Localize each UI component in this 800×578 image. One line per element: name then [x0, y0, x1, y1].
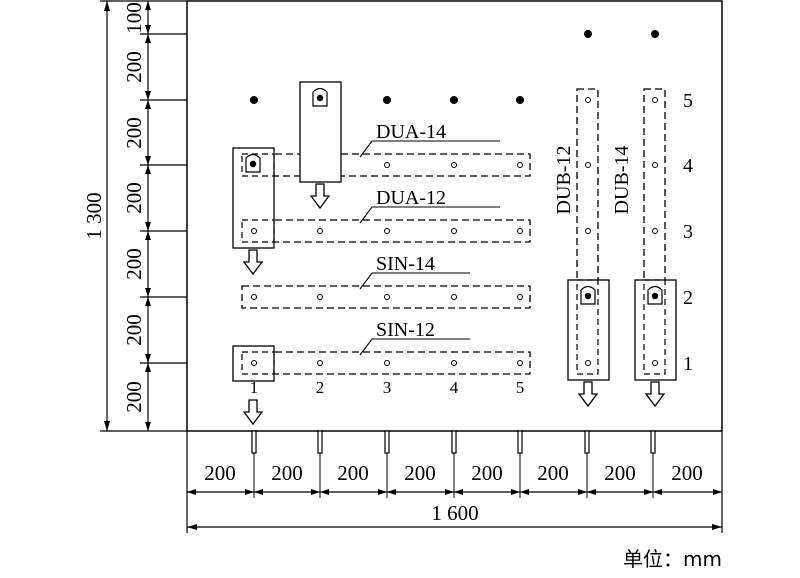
plate-inner-dashes: [241, 153, 666, 375]
specimen-label-dub12: DUB-12: [553, 146, 575, 215]
column-label: 4: [450, 378, 459, 397]
horizontal-dimension-arrows: [187, 489, 722, 530]
vertical-segment-label: 200: [122, 248, 146, 280]
column-label: 5: [516, 378, 525, 397]
specimen-label-dua14: DUA-14: [376, 121, 446, 143]
down-arrow-icon: [242, 399, 264, 426]
horizontal-segment-label: 200: [204, 461, 236, 485]
horizontal-segment-label: 200: [404, 461, 436, 485]
vertical-segment-label: 200: [122, 117, 146, 149]
keyhole-slots: [245, 87, 663, 305]
plate-holes: [251, 228, 658, 366]
keyhole-bolts: [249, 94, 659, 300]
vertical-segment-label: 200: [122, 381, 146, 413]
horizontal-total-label: 1 600: [431, 501, 478, 525]
vertical-segment-label: 200: [122, 182, 146, 214]
horizontal-segment-label: 200: [337, 461, 369, 485]
specimen-label-sin12: SIN-12: [376, 319, 435, 341]
horizontal-segment-label: 200: [537, 461, 569, 485]
row-label: 1: [683, 353, 693, 375]
horizontal-dimension-ticks: [251, 430, 656, 454]
down-arrow-icon: [309, 183, 331, 210]
down-arrow-icon: [577, 381, 599, 408]
row-label: 5: [683, 90, 693, 112]
horizontal-segment-label: 200: [471, 461, 503, 485]
horizontal-segment-label: 200: [604, 461, 636, 485]
column-label: 1: [250, 378, 259, 397]
horizontal-segment-label: 200: [271, 461, 303, 485]
label-leaders: [359, 140, 500, 356]
vertical-segment-label: 200: [122, 51, 146, 83]
vertical-total-label: 1 300: [82, 192, 106, 239]
column-label: 2: [316, 378, 325, 397]
row-label: 3: [683, 221, 693, 243]
vertical-dimension-arrows: [104, 1, 151, 431]
down-arrow-icon: [644, 381, 666, 408]
horizontal-segment-label: 200: [671, 461, 703, 485]
load-arrows: [242, 183, 666, 426]
specimen-label-dub14: DUB-14: [611, 146, 633, 215]
column-label: 3: [383, 378, 392, 397]
specimen-label-sin14: SIN-14: [376, 253, 435, 275]
bolt-holes: [250, 30, 659, 104]
row-label: 4: [683, 155, 693, 177]
vertical-segment-label: 100: [122, 2, 146, 34]
down-arrow-icon: [242, 249, 264, 276]
specimen-label-dua12: DUA-12: [376, 187, 446, 209]
unit-label: 单位：mm: [623, 547, 722, 571]
vertical-segment-label: 200: [122, 314, 146, 346]
horizontal-dimension-ext: [253, 453, 654, 498]
row-label: 2: [683, 287, 693, 309]
